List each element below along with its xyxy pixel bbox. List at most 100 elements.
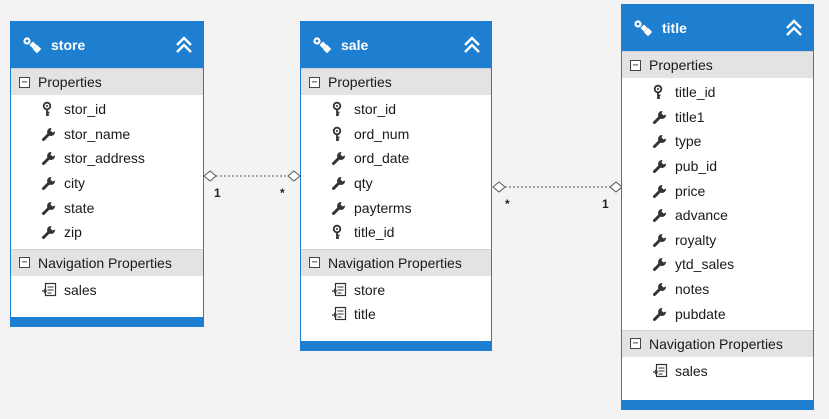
navigation-properties-section-header[interactable]: −Navigation Properties [301,248,491,276]
entity-header[interactable]: sale [301,22,491,68]
wrench-icon [652,133,668,149]
navigation-property-item[interactable]: sales [622,359,813,384]
property-item[interactable]: state [11,195,203,220]
entity-name: title [662,20,687,36]
wrench-icon [652,306,668,322]
property-item[interactable]: title_id [301,220,491,245]
property-item[interactable]: stor_id [301,97,491,122]
property-item[interactable]: ord_num [301,122,491,147]
property-item[interactable]: royalty [622,228,813,253]
property-label: royalty [675,231,717,248]
property-label: stor_id [354,101,397,118]
property-item[interactable]: notes [622,277,813,302]
property-item[interactable]: advance [622,203,813,228]
entity-header[interactable]: title [622,5,813,51]
collapse-toggle-icon[interactable]: − [19,257,30,269]
property-item[interactable]: price [622,178,813,203]
property-item[interactable]: city [11,171,203,196]
collapse-toggle-icon[interactable]: − [630,338,641,350]
property-label: ord_date [354,150,410,167]
entity-header[interactable]: store [11,22,203,68]
property-label: store [354,281,386,298]
navigation-property-icon [41,282,57,298]
property-label: zip [64,224,82,241]
wrench-icon [652,207,668,223]
property-label: title1 [675,108,705,125]
section-label: Navigation Properties [38,254,172,271]
entity-footer-bar [301,341,491,350]
wrench-icon [652,183,668,199]
property-item[interactable]: stor_id [11,97,203,122]
property-item[interactable]: stor_address [11,146,203,171]
section-label: Properties [649,57,713,73]
property-item[interactable]: zip [11,220,203,245]
property-item[interactable]: pub_id [622,154,813,179]
navigation-list: sales [622,357,813,388]
navigation-property-item[interactable]: title [301,302,491,327]
property-label: title_id [675,84,716,101]
multiplicity-label: 1 [214,186,221,200]
navigation-property-item[interactable]: store [301,278,491,303]
property-label: type [675,133,702,150]
property-label: city [64,175,85,192]
collapse-chevron-icon[interactable] [783,17,805,39]
entity-type-icon [21,35,43,55]
collapse-toggle-icon[interactable]: − [630,59,641,71]
wrench-icon [331,200,347,216]
property-label: sales [64,281,97,298]
key-icon [41,101,57,117]
property-item[interactable]: title_id [622,80,813,105]
multiplicity-label: * [280,186,285,200]
wrench-icon [41,175,57,191]
properties-section-header[interactable]: −Properties [11,68,203,95]
entity-footer-bar [11,317,203,326]
entity-name: sale [341,37,369,53]
property-label: advance [675,207,728,224]
section-label: Properties [38,74,102,90]
properties-section-header[interactable]: −Properties [301,68,491,95]
wrench-icon [41,200,57,216]
property-item[interactable]: payterms [301,195,491,220]
wrench-icon [41,126,57,142]
key-icon [331,126,347,142]
property-label: qty [354,175,373,192]
navigation-properties-section-header[interactable]: −Navigation Properties [622,329,813,357]
collapse-chevron-icon[interactable] [461,34,483,56]
property-item[interactable]: ytd_sales [622,252,813,277]
property-item[interactable]: ord_date [301,146,491,171]
property-label: stor_id [64,101,107,118]
property-item[interactable]: type [622,129,813,154]
navigation-properties-section-header[interactable]: −Navigation Properties [11,248,203,276]
wrench-icon [331,150,347,166]
entity-footer-bar [622,400,813,409]
wrench-icon [652,281,668,297]
association-end-diamond [492,181,506,193]
collapse-toggle-icon[interactable]: − [309,257,320,269]
property-item[interactable]: title1 [622,105,813,130]
property-label: stor_name [64,125,131,142]
property-item[interactable]: qty [301,171,491,196]
navigation-property-item[interactable]: sales [11,278,203,303]
collapse-chevron-icon[interactable] [173,34,195,56]
collapse-toggle-icon[interactable]: − [19,76,30,88]
property-label: payterms [354,199,412,216]
wrench-icon [652,232,668,248]
wrench-icon [652,158,668,174]
property-label: title [354,306,376,323]
property-item[interactable]: pubdate [622,301,813,326]
wrench-icon [331,175,347,191]
association-sale-title[interactable] [492,181,623,193]
properties-section-header[interactable]: −Properties [622,51,813,78]
navigation-property-icon [652,363,668,379]
association-store-sale[interactable] [203,170,301,182]
property-item[interactable]: stor_name [11,122,203,147]
property-label: pub_id [675,158,718,175]
property-label: ord_num [354,125,410,142]
navigation-list: sales [11,276,203,307]
navigation-property-icon [331,282,347,298]
collapse-toggle-icon[interactable]: − [309,76,320,88]
